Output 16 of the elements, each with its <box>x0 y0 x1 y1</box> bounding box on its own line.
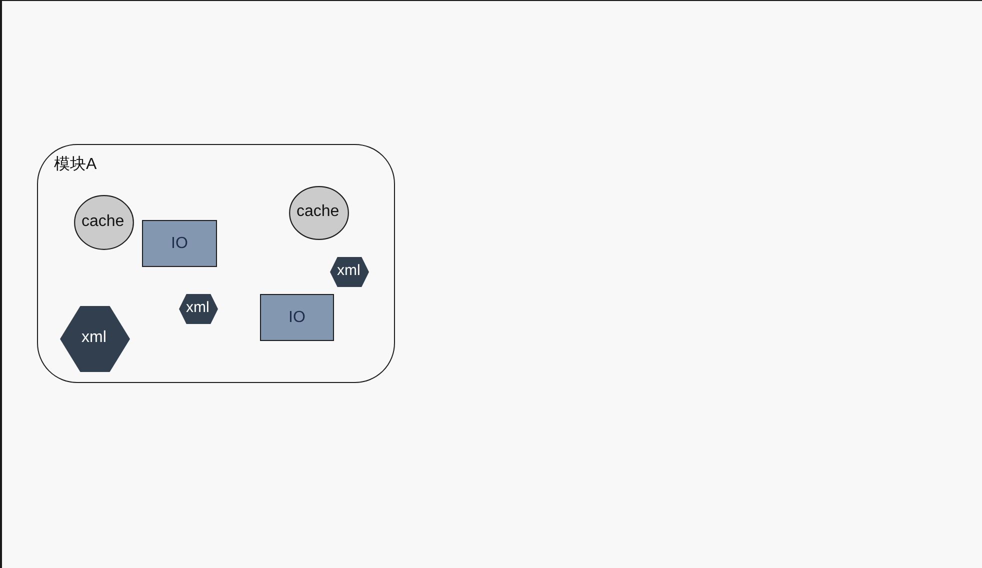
io-box <box>260 294 334 341</box>
module-container <box>37 144 395 383</box>
cache-ellipse <box>289 186 349 240</box>
node-label: cache <box>82 212 124 230</box>
module-title: 模块A <box>54 156 97 174</box>
node-label: xml <box>186 299 210 317</box>
io-box <box>142 220 217 267</box>
xml-hexagon <box>179 294 218 324</box>
node-label: IO <box>171 234 188 252</box>
xml-hexagon <box>60 306 130 372</box>
node-label: xml <box>337 262 360 280</box>
node-label: cache <box>296 203 340 221</box>
cache-ellipse <box>74 195 134 250</box>
node-label: xml <box>82 329 106 347</box>
xml-hexagon <box>330 257 369 287</box>
node-label: IO <box>288 308 306 326</box>
